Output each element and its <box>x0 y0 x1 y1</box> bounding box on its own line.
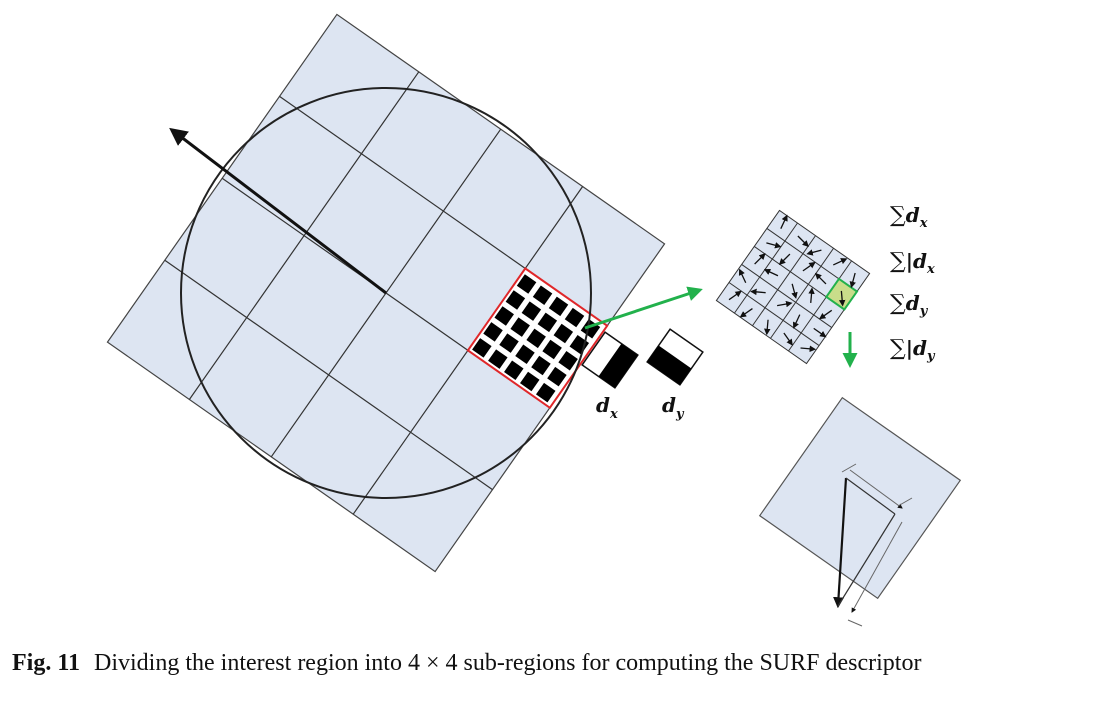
sum-abs-dx: ∑|dx <box>890 249 935 277</box>
sample-square <box>532 285 553 305</box>
caption-text: Dividing the interest region into 4 × 4 … <box>94 650 922 676</box>
gradient-arrow <box>814 272 827 285</box>
sample-square <box>535 382 556 403</box>
gradient-arrow <box>818 309 833 320</box>
gradient-arrow <box>849 272 856 289</box>
gradient-arrow <box>780 214 788 229</box>
orientation-arrow <box>169 127 387 295</box>
sample-square <box>505 290 526 310</box>
sum-dx: ∑dx <box>890 203 928 231</box>
gradient-arrow <box>766 242 782 249</box>
interest-region-grid <box>106 13 666 573</box>
sample-square <box>548 296 569 317</box>
dx-label: dx <box>596 393 618 422</box>
magnified-subregion-grid <box>715 209 871 365</box>
sample-square <box>472 338 492 358</box>
sum-abs-dy: ∑|dy <box>890 336 936 364</box>
sample-square <box>526 328 546 349</box>
sample-square <box>537 312 558 333</box>
haar-dx-box <box>581 331 639 389</box>
gradient-arrow <box>838 290 846 307</box>
sample-square <box>516 274 537 294</box>
sample-square <box>531 355 551 376</box>
gradient-arrow <box>763 268 779 277</box>
sample-square <box>521 301 542 321</box>
gradient-arrow <box>808 287 815 303</box>
sample-square <box>553 323 574 344</box>
gradient-arrow <box>806 249 822 256</box>
gradient-arrow <box>778 253 791 266</box>
sum-formulas: ∑dx ∑|dx ∑dy ∑|dy <box>890 203 936 364</box>
gradient-arrow <box>797 235 809 248</box>
gradient-arrow <box>800 345 817 353</box>
gradient-arrow <box>777 300 793 308</box>
green-arrow-to-grid <box>584 286 703 330</box>
sample-square <box>542 339 562 360</box>
sample-square <box>515 344 535 365</box>
gradient-arrow <box>783 332 793 346</box>
sum-dy: ∑dy <box>890 291 929 319</box>
sample-square <box>494 306 514 326</box>
resultant-vector <box>833 477 848 609</box>
gradient-arrow <box>764 319 771 336</box>
gradient-arrow <box>728 290 742 301</box>
sample-square <box>499 333 519 353</box>
sample-square <box>520 371 540 392</box>
sample-square <box>564 307 585 328</box>
figure-caption: Fig. 11 Dividing the interest region into… <box>12 650 1102 677</box>
gradient-arrow <box>754 253 766 265</box>
sample-square <box>558 350 578 371</box>
sample-square <box>488 349 508 369</box>
gradient-arrow <box>802 261 816 272</box>
sample-square <box>504 360 524 381</box>
gradient-arrow <box>813 327 827 338</box>
haar-dy-box <box>646 328 704 386</box>
interest-circle <box>180 87 592 499</box>
sample-square <box>569 334 590 355</box>
gradient-arrow <box>739 307 753 318</box>
gradient-arrow <box>750 288 766 296</box>
caption-label: Fig. 11 <box>12 650 81 676</box>
dy-label: dy <box>662 393 685 422</box>
single-cell-vector <box>758 396 962 627</box>
sample-square <box>483 322 503 342</box>
gradient-arrow <box>793 314 801 329</box>
gradient-arrow <box>832 258 848 266</box>
gradient-arrow <box>791 283 798 299</box>
sample-square <box>547 366 567 387</box>
gradient-arrow <box>738 268 747 284</box>
highlighted-sub-region <box>466 267 609 410</box>
sample-square <box>510 317 530 337</box>
